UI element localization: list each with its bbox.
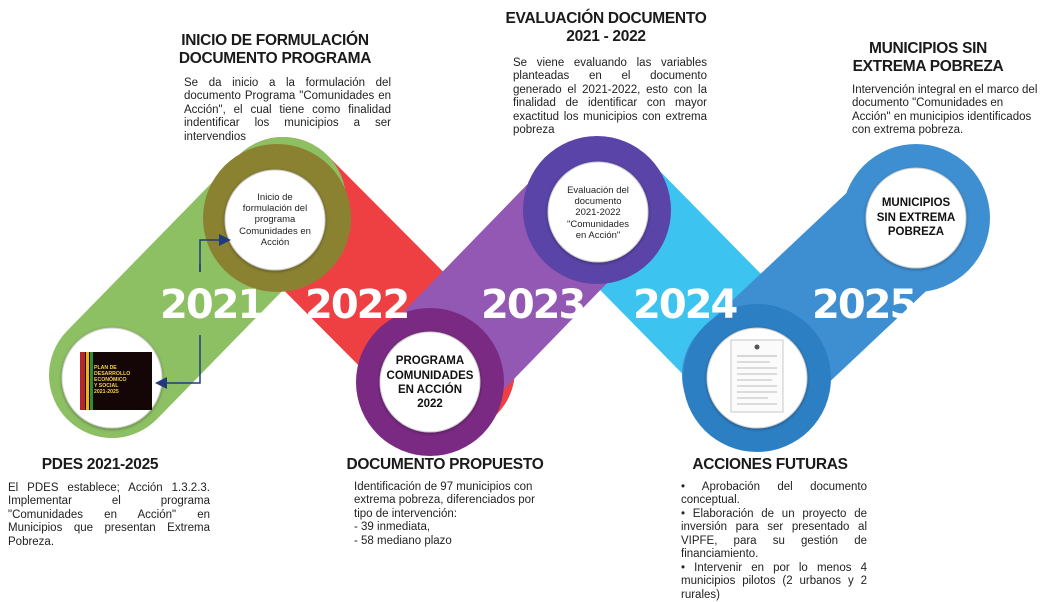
inicio-text: Se da inicio a la formulación del docume… xyxy=(184,77,391,143)
arrow-to-inicio xyxy=(199,234,231,272)
node-label-inicio: Inicio de formulación del programa Comun… xyxy=(239,191,311,249)
inicio-title: INICIO DE FORMULACIÓN DOCUMENTO PROGRAMA xyxy=(178,32,372,67)
node-circle-programa xyxy=(379,331,481,433)
municipios-title: MUNICIPIOS SIN EXTREMA POBREZA xyxy=(852,40,1004,75)
node-circle-inicio xyxy=(224,169,326,271)
node-label-municipios: MUNICIPIOS SIN EXTREMA POBREZA xyxy=(876,197,956,239)
year-label-2022: 2022 xyxy=(305,282,408,328)
acciones-title: ACCIONES FUTURAS xyxy=(692,456,848,473)
year-label-2025: 2025 xyxy=(812,282,915,328)
connector-arrows xyxy=(155,234,231,389)
year-labels: 2021 2022 2023 2024 2025 xyxy=(160,282,917,328)
node-label-programa: PROGRAMA COMUNIDADES EN ACCIÓN 2022 xyxy=(386,355,474,411)
year-label-2021: 2021 xyxy=(160,282,263,328)
node-label-pdes-cover: PLAN DE DESARROLLO ECONÓMICO Y SOCIAL 20… xyxy=(94,365,131,395)
node-circle-municipios xyxy=(865,167,967,269)
documento-text: Identificación de 97 municipios con extr… xyxy=(354,481,535,547)
evaluacion-text: Se viene evaluando las variables plantea… xyxy=(513,57,707,137)
municipios-text: Intervención integral en el marco del do… xyxy=(852,84,1038,137)
evaluacion-title: EVALUACIÓN DOCUMENTO 2021 - 2022 xyxy=(505,10,707,45)
year-label-2024: 2024 xyxy=(633,282,736,328)
pdes-cover-image xyxy=(80,352,152,410)
pdes-title: PDES 2021-2025 xyxy=(41,456,159,473)
node-circle-evaluacion xyxy=(547,161,649,263)
arrow-to-pdes xyxy=(155,335,201,389)
document-page-image xyxy=(730,339,784,413)
node-label-evaluacion: Evaluación del documento 2021-2022 "Comu… xyxy=(567,184,629,242)
documento-title: DOCUMENTO PROPUESTO xyxy=(346,456,544,473)
acciones-text: • Aprobación del documento conceptual. •… xyxy=(681,481,867,601)
pdes-text: El PDES establece; Acción 1.3.2.3. Imple… xyxy=(8,482,210,548)
year-label-2023: 2023 xyxy=(481,282,584,328)
